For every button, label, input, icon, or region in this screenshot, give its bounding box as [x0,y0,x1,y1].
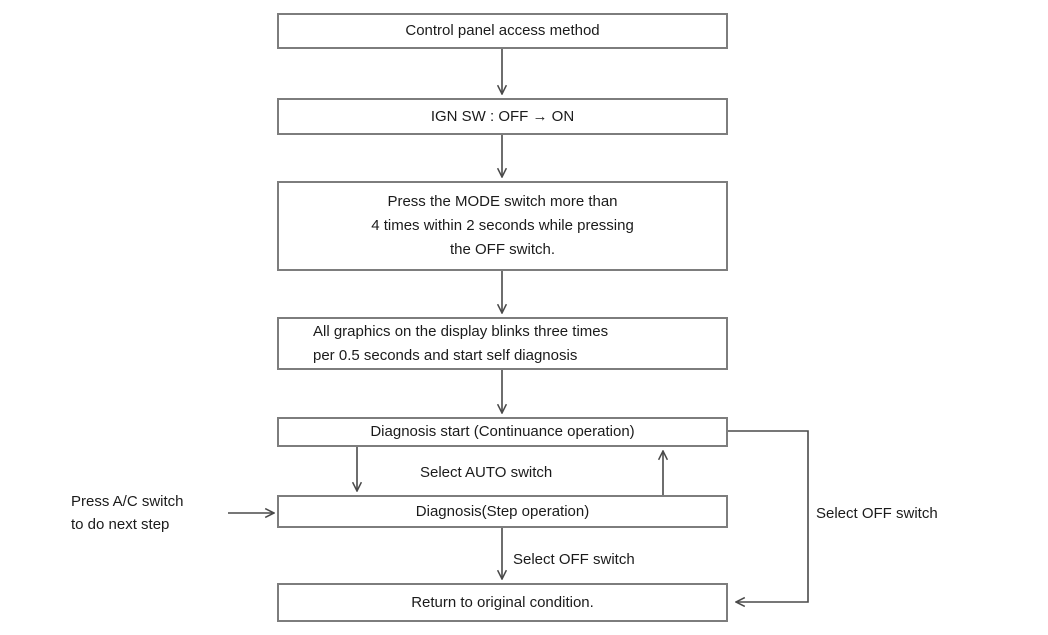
loop-select-off-to-return [728,430,809,602]
flow-box-diagnosis-start: Diagnosis start (Continuance operation) [277,417,728,447]
edge-label-select-off-step: Select OFF switch [513,551,635,568]
edge-label-select-off-loop: Select OFF switch [816,505,938,522]
flow-box-control-panel-access: Control panel access method [277,13,728,49]
edge-label-select-auto: Select AUTO switch [420,464,553,481]
flow-box-graphics-blink: All graphics on the display blinks three… [277,317,728,370]
flow-box-ign-sw: IGN SW : OFF → ON [277,98,728,135]
flow-box-return-original: Return to original condition. [277,583,728,622]
flow-box-press-mode-switch: Press the MODE switch more than 4 times … [277,181,728,271]
side-note-press-ac: Press A/C switch to do next step [71,493,184,533]
flow-box-diagnosis-step: Diagnosis(Step operation) [277,495,728,528]
